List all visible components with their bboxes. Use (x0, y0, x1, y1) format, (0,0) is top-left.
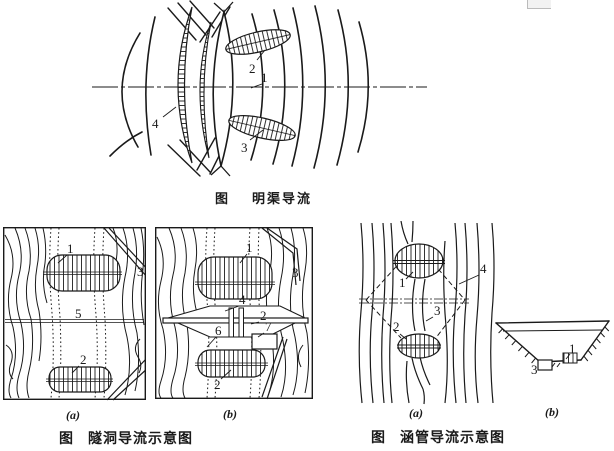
callout-3: 3 (137, 264, 144, 279)
callout-5: 5 (75, 306, 82, 321)
callout-3: 3 (531, 362, 538, 377)
water-line (502, 329, 603, 332)
callout-4: 4 (239, 292, 246, 307)
caption-title: 隧洞导流示意图 (88, 430, 193, 446)
upstream-cofferdam (393, 243, 445, 279)
tunnel-panel-b-tag: (b) (223, 407, 237, 421)
downstream-cofferdam (228, 115, 296, 141)
slope-hatch-ticks (498, 326, 610, 368)
open-channel-diagram: 2 1 4 3 (92, 0, 427, 177)
caption-prefix: 图 (371, 429, 386, 445)
river-lines (358, 221, 495, 404)
channel-between-cofferdams (411, 278, 431, 405)
callout-leaders (162, 49, 266, 141)
callout-2: 2 (249, 61, 256, 76)
caption-prefix: 图 (215, 191, 231, 206)
callout-leader (565, 353, 571, 360)
callout-leaders (399, 271, 480, 340)
axis-lines (359, 298, 469, 304)
callout-2: 2 (80, 352, 87, 367)
outlet-structure (251, 333, 278, 350)
callout-1: 1 (261, 70, 268, 85)
sluice-slot (238, 307, 244, 338)
callout-3: 3 (241, 140, 248, 155)
callout-1: 1 (569, 341, 576, 356)
culvert-panel-a-tag: (a) (409, 406, 423, 420)
upstream-cofferdam (195, 256, 275, 300)
culvert-panel-b: 1 3 (495, 320, 610, 377)
callout-2: 2 (393, 319, 400, 334)
downstream-cofferdam (397, 333, 441, 359)
tunnel-caption: 图 隧洞导流示意图 (59, 428, 193, 448)
culvert-panel-a: 1 2 3 4 (358, 221, 495, 405)
callout-1: 1 (246, 240, 253, 255)
callout-leaders (57, 254, 80, 374)
dam-structure (162, 305, 309, 350)
contours (4, 227, 145, 399)
downstream-cofferdam (195, 349, 268, 378)
culvert-caption: 图 涵管导流示意图 (371, 427, 505, 447)
tunnel-panel-a-tag: (a) (66, 408, 80, 422)
open-channel-caption: 图 明渠导流 (215, 188, 312, 207)
callout-3: 3 (292, 265, 299, 280)
dam-axis (5, 319, 144, 323)
scan-artifact (527, 0, 551, 9)
downstream-cofferdam (46, 366, 113, 393)
sluice-slot (228, 307, 234, 338)
callout-leaders (206, 253, 265, 380)
callout-2-dam: 2 (260, 308, 267, 323)
diversion-channel (177, 6, 193, 164)
caption-prefix: 图 (59, 430, 74, 446)
callout-3: 3 (434, 303, 441, 318)
callout-4: 4 (480, 261, 487, 276)
diversion-tunnel (261, 227, 301, 400)
valley-section (495, 320, 610, 363)
callout-1: 1 (67, 241, 74, 256)
inner-channel-band (199, 21, 212, 159)
caption-title: 明渠导流 (252, 191, 313, 206)
callout-7: 7 (265, 319, 272, 334)
upstream-cofferdam (43, 254, 122, 292)
callout-4: 4 (152, 116, 159, 131)
callout-6: 6 (215, 323, 222, 338)
tunnel-panel-a: 1 3 5 2 (3, 227, 146, 401)
upstream-cofferdam (225, 29, 291, 55)
culvert-panel-b-tag: (b) (545, 405, 559, 419)
diversion-tunnel (103, 227, 146, 401)
callout-1: 1 (399, 275, 406, 290)
culvert-box (537, 359, 553, 371)
fill-block (562, 352, 578, 364)
caption-title: 涵管导流示意图 (400, 429, 505, 445)
tunnel-panel-b: 1 3 4 2 6 7 2 (155, 227, 313, 400)
callout-2-cofferdam: 2 (214, 377, 221, 392)
